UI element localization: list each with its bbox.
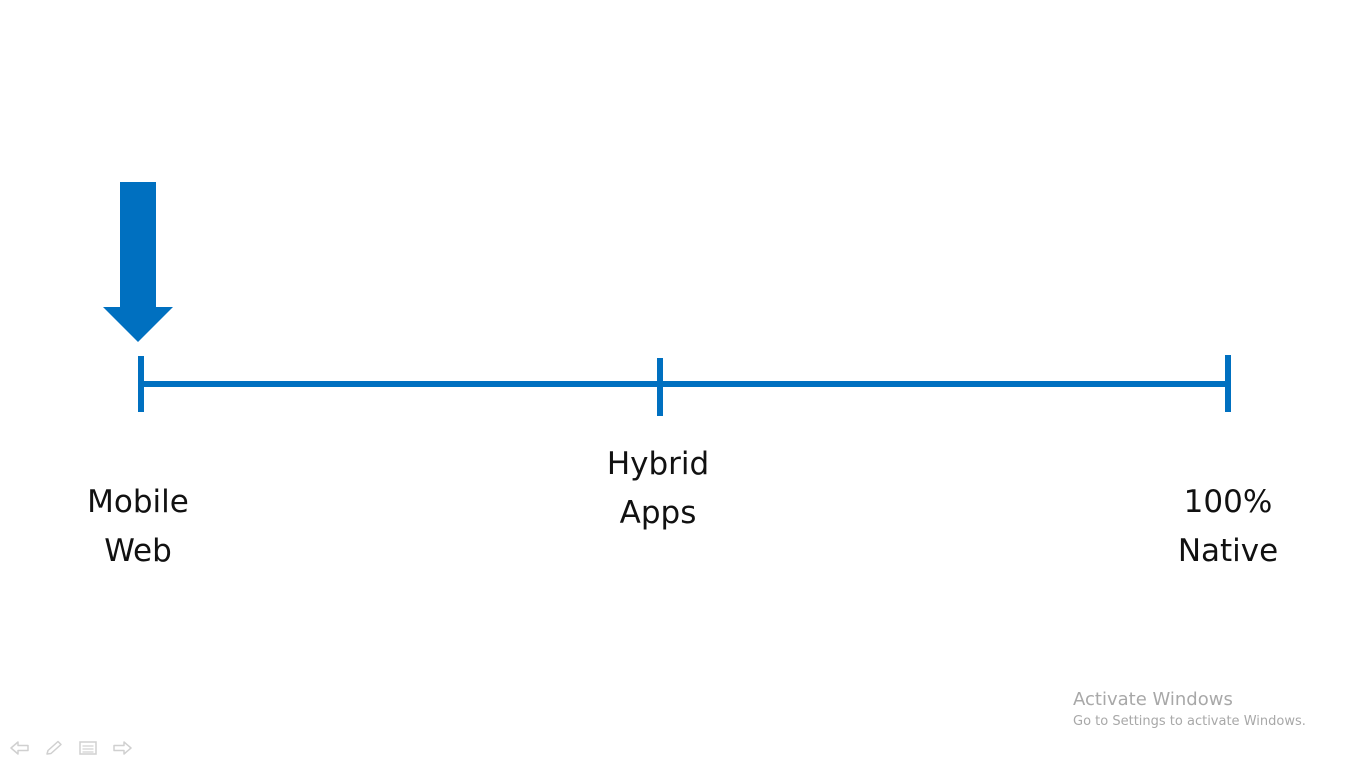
arrow-down-icon [103,182,173,342]
next-slide-icon[interactable] [110,738,134,758]
stop-label-line: 100% [1183,484,1273,520]
stop-label-mobile-web: Mobile Web [18,478,258,576]
previous-slide-icon[interactable] [8,738,32,758]
slide-menu-icon[interactable] [76,738,100,758]
pen-icon[interactable] [42,738,66,758]
stop-label-line: Mobile [87,484,189,520]
stop-label-line: Apps [619,495,697,531]
slideshow-controls [8,738,134,758]
watermark-title: Activate Windows [1073,689,1233,710]
watermark-subtitle: Go to Settings to activate Windows. [1073,714,1306,729]
stop-label-hybrid-apps: Hybrid Apps [538,440,778,538]
activation-watermark: Activate Windows Go to Settings to activ… [1073,688,1306,732]
stop-label-line: Web [104,533,172,569]
stop-label-line: Native [1177,533,1279,569]
stop-label-native: 100% Native [1108,478,1348,576]
stop-label-line: Hybrid [606,446,710,482]
